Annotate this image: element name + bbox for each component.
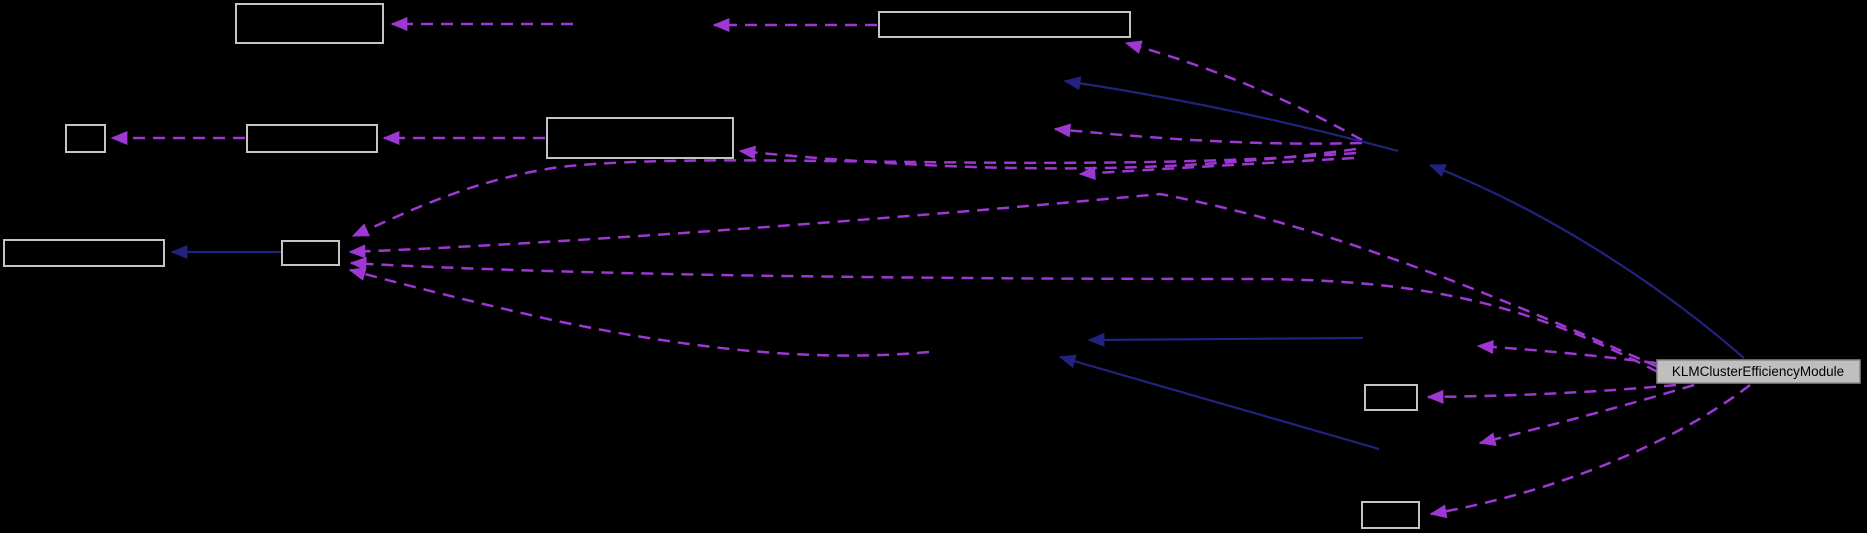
class-node-box-right-small-lower[interactable]: [1361, 501, 1420, 529]
usage-edge: [1124, 40, 1363, 142]
class-node-box-top-left[interactable]: [235, 3, 384, 44]
class-node-box-right-small-upper[interactable]: [1364, 384, 1418, 411]
usage-edge: [348, 192, 1659, 369]
usage-edge: [1426, 383, 1677, 404]
class-node-box-mid-left[interactable]: [246, 124, 378, 153]
class-node-box-mid-center[interactable]: [546, 117, 734, 159]
class-node-box-lower-left-wide[interactable]: [3, 239, 165, 267]
usage-edge: [349, 256, 1659, 374]
usage-edge: [351, 151, 1357, 238]
class-node-box-lower-left-small[interactable]: [281, 240, 340, 266]
inheritance-edge: [1428, 163, 1745, 359]
main-class-node[interactable]: [1656, 359, 1861, 384]
inheritance-edge: [1063, 76, 1399, 153]
main-class-node-label[interactable]: KLMClusterEfficiencyModule: [1672, 364, 1844, 379]
usage-edge: [1053, 123, 1363, 145]
inheritance-edge: [1087, 332, 1364, 347]
inheritance-edge: [1058, 354, 1380, 451]
class-node-box-mid-small-left[interactable]: [65, 124, 106, 153]
usage-edge: [1478, 383, 1695, 447]
class-node-box-top-wide[interactable]: [878, 11, 1131, 38]
usage-edge: [348, 267, 930, 357]
usage-edge: [1078, 156, 1355, 181]
usage-edge: [1476, 340, 1657, 365]
usage-edge: [1429, 384, 1751, 519]
